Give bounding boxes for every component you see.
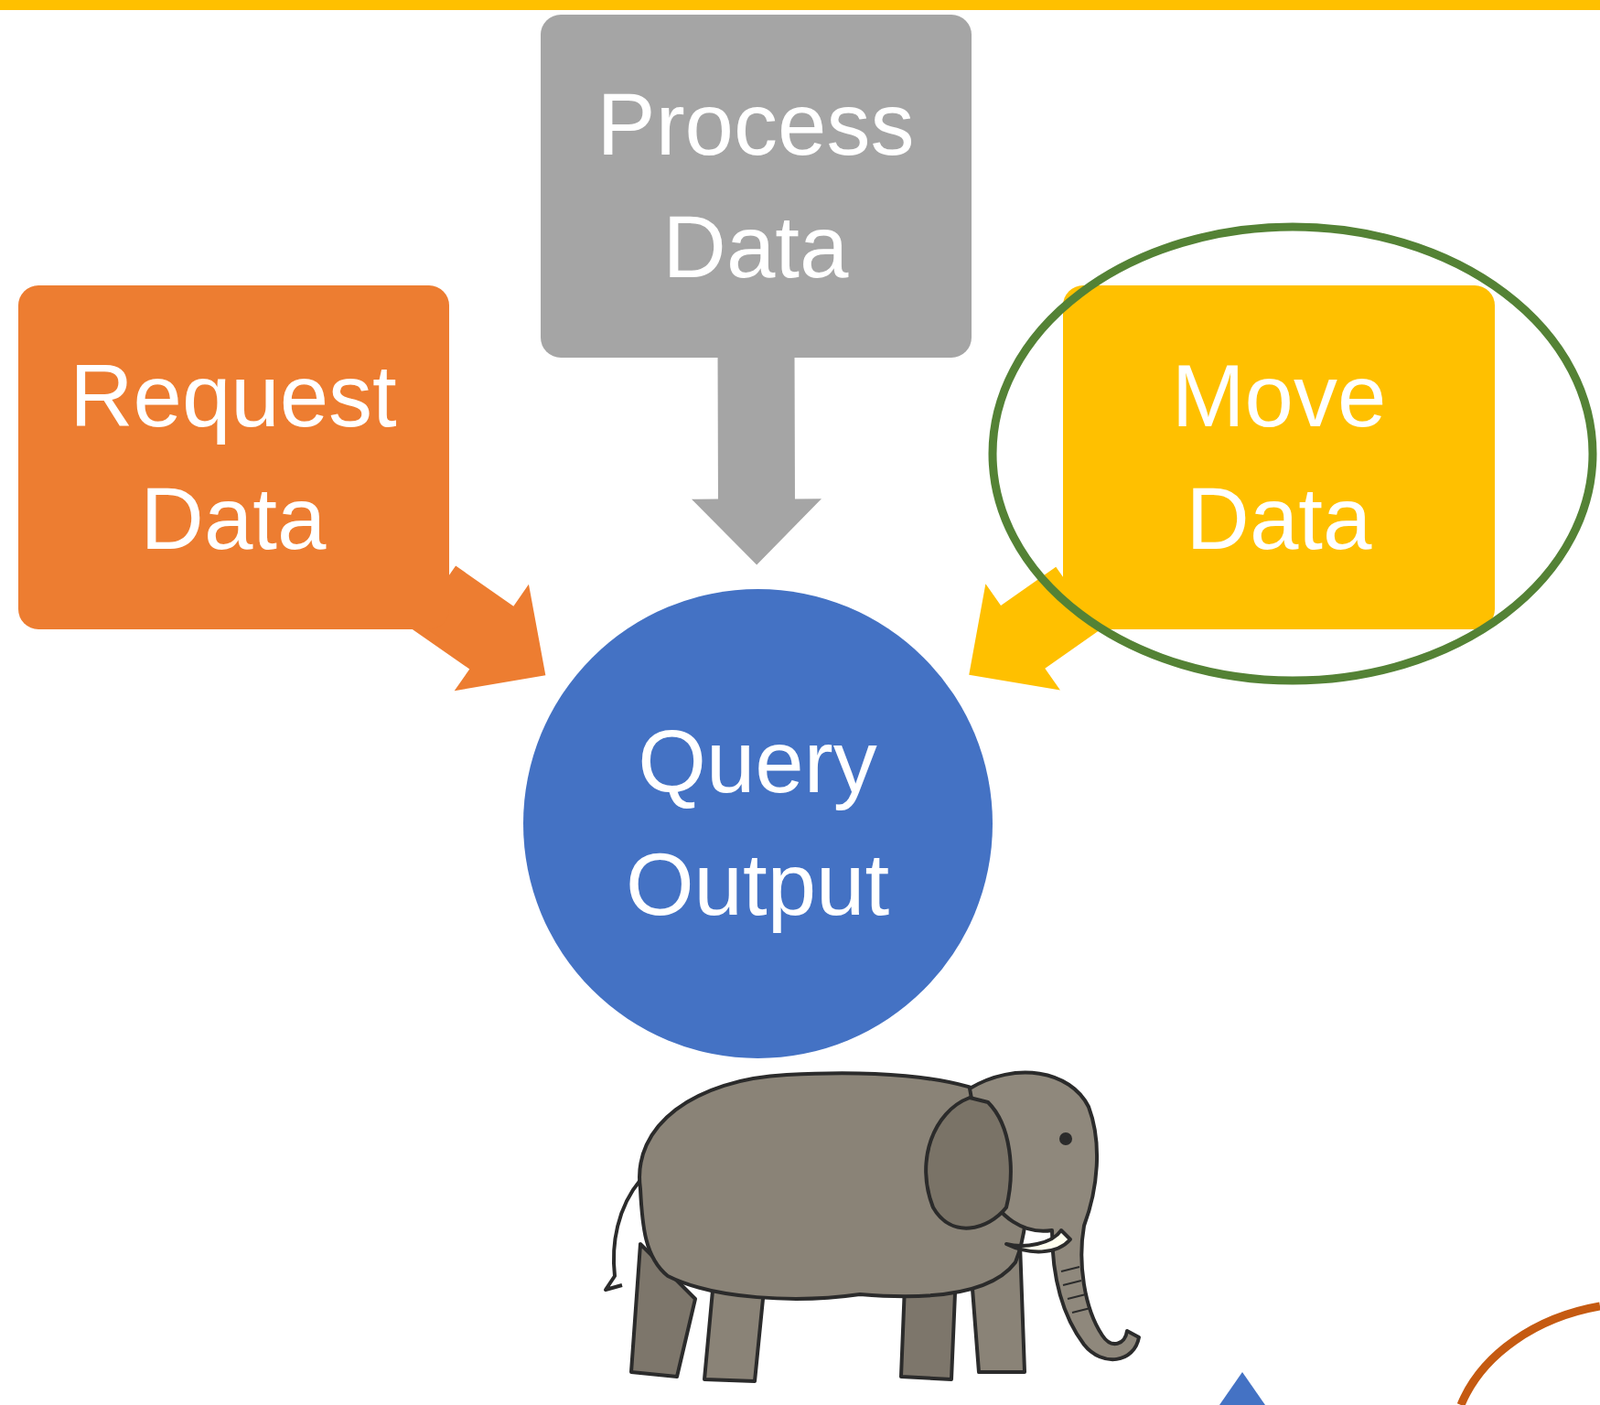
node-label: Process Data bbox=[563, 63, 948, 309]
block-arrow bbox=[691, 338, 822, 565]
process-box: Move Data bbox=[1063, 285, 1495, 630]
box-fill bbox=[18, 285, 450, 630]
highlight-ellipse bbox=[992, 226, 1593, 681]
node-label: Move Data bbox=[1086, 334, 1472, 580]
box-fill bbox=[540, 14, 972, 358]
output-circle: Query Output bbox=[523, 589, 993, 1059]
box-fill bbox=[1063, 285, 1495, 630]
box-outline bbox=[18, 285, 450, 630]
top-bar bbox=[0, 0, 1600, 11]
box-outline bbox=[540, 14, 972, 358]
process-box: Process Data bbox=[540, 14, 972, 358]
partial-arc bbox=[1460, 1306, 1600, 1405]
node-label: Request Data bbox=[41, 334, 426, 580]
process-box: Request Data bbox=[18, 285, 450, 630]
circle-fill bbox=[523, 589, 993, 1059]
circle-outline bbox=[523, 589, 993, 1059]
elephant-illustration bbox=[605, 1073, 1139, 1382]
box-outline bbox=[1063, 285, 1495, 630]
partial-arrow-tip bbox=[1219, 1372, 1266, 1405]
node-label: Query Output bbox=[583, 700, 932, 946]
